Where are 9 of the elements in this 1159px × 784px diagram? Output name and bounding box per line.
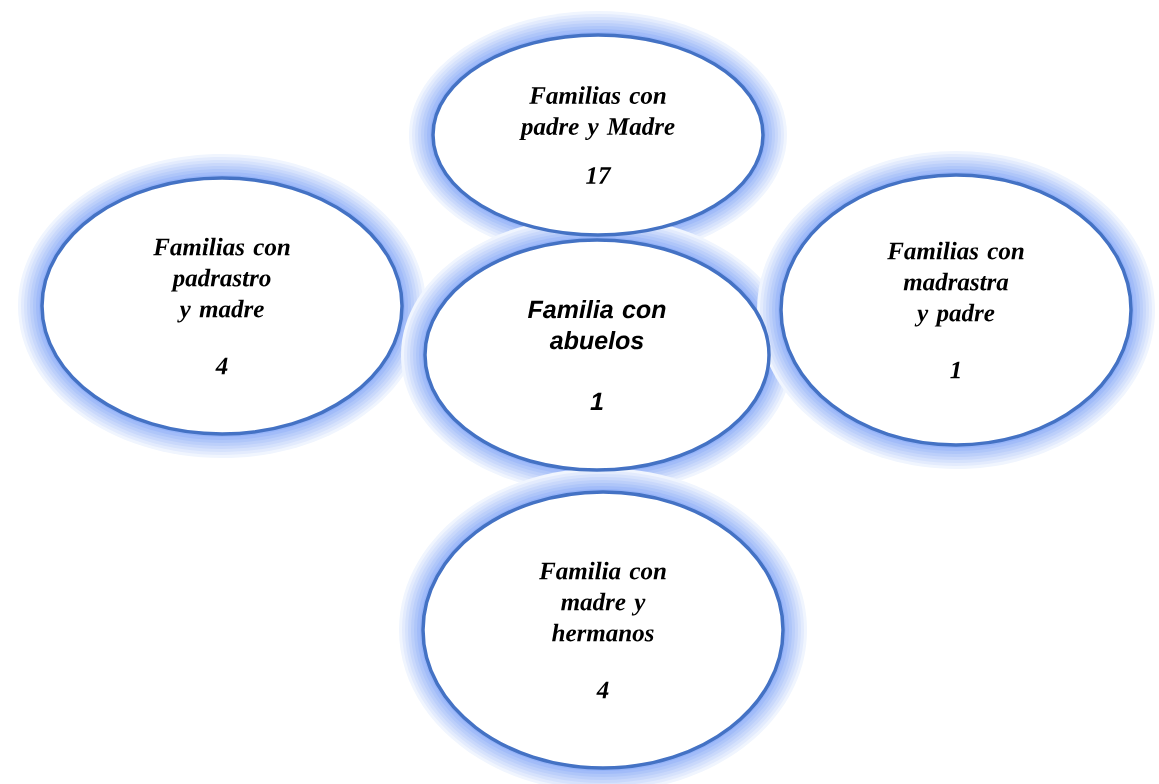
node-label: 4 [596,681,609,699]
node-label: 1 [950,361,960,379]
ellipse-node: Familias con padrastro y madre 4 [40,176,404,436]
node-label: Familia con madre y hermanos [539,561,666,642]
ellipse-node: Familia con abuelos 1 [423,238,771,472]
ellipse-node: Familias con padre y Madre 17 [431,33,765,237]
node-label: Familias con madrastra y padre [887,241,1024,327]
ellipse-node: Familias con madrastra y padre 1 [779,173,1133,447]
ellipse-node: Familia con madre y hermanos 4 [421,490,785,770]
